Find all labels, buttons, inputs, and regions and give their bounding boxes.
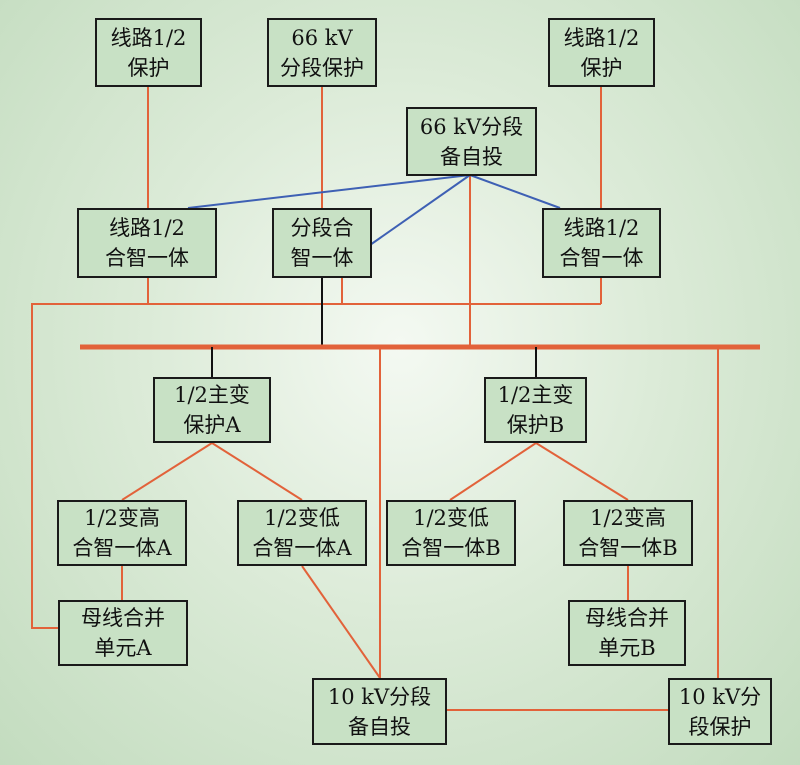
auto-switch-10kv: 10 kV分段备自投 <box>312 678 447 745</box>
box-label-line1: 1/2主变 <box>497 383 574 407</box>
section-protection-10kv: 10 kV分段保护 <box>668 678 772 745</box>
box-label-line1: 10 kV分段 <box>327 684 432 709</box>
box-label-line1: 线路1/2 <box>110 25 187 50</box>
box-label-line1: 1/2变高 <box>590 506 666 530</box>
box-label-line1: 1/2变低 <box>413 506 489 530</box>
box-label-line2: 合智一体B <box>401 536 501 560</box>
bus-merging-unit-a: 母线合并单元A <box>58 600 188 666</box>
box-label-line1: 母线合并 <box>585 606 669 630</box>
box-label-line2: 单元A <box>94 636 152 660</box>
merging-unit-section: 分段合智一体 <box>272 208 372 278</box>
box-label-line2: 合智一体 <box>105 246 189 270</box>
merging-unit-line-right: 线路1/2 合智一体 <box>542 208 661 278</box>
line-protection-left: 线路1/2 保护 <box>95 18 202 87</box>
transformer-protection-b: 1/2主变保护B <box>484 377 587 443</box>
link-txa-hv <box>121 442 213 501</box>
link-lva-auto10 <box>301 565 381 679</box>
blue-link-right <box>469 174 561 209</box>
box-label-line1: 线路1/2 <box>563 25 640 50</box>
box-label-line1: 66 kV分段 <box>419 114 524 139</box>
link-txb-lv <box>449 442 537 501</box>
box-label-line2: 合智一体 <box>559 246 644 270</box>
box-label-line1: 线路1/2 <box>109 216 185 240</box>
bus-merging-unit-b: 母线合并单元B <box>568 600 686 666</box>
box-label-line1: 1/2变高 <box>84 506 160 530</box>
box-label-line2: 分段保护 <box>280 55 364 80</box>
box-label-line2: 保护 <box>127 55 170 80</box>
box-label-line1: 分段合 <box>290 216 354 240</box>
box-label-line2: 备自投 <box>439 144 503 169</box>
box-label-line2: 合智一体A <box>252 536 352 560</box>
blue-link-mid <box>369 174 471 246</box>
box-label-line2: 备自投 <box>347 714 411 739</box>
line-protection-right: 线路1/2 保护 <box>548 18 655 87</box>
transformer-protection-a: 1/2主变保护A <box>153 377 271 443</box>
box-label-line2: 合智一体B <box>578 536 678 560</box>
box-label-line2: 保护 <box>580 55 623 80</box>
box-label-line2: 保护B <box>506 413 565 437</box>
box-label-line1: 线路1/2 <box>563 216 640 240</box>
link-txb-hv <box>535 442 629 501</box>
box-label-line2: 单元B <box>598 636 656 660</box>
link-horizontal-feed <box>31 303 601 629</box>
merging-unit-lv-b: 1/2变低合智一体B <box>386 500 516 566</box>
box-label-line1: 1/2主变 <box>174 383 250 407</box>
merging-unit-line-left: 线路1/2 合智一体 <box>77 208 217 278</box>
box-label-line1: 母线合并 <box>81 606 165 630</box>
auto-switch-66kv: 66 kV分段备自投 <box>406 107 537 176</box>
box-label-line2: 智一体 <box>290 246 354 270</box>
box-label-line2: 保护A <box>183 413 241 437</box>
merging-unit-lv-a: 1/2变低合智一体A <box>237 500 367 566</box>
blue-link-left <box>187 174 471 209</box>
box-label-line1: 10 kV分 <box>678 684 762 709</box>
box-label-line2: 合智一体A <box>72 536 172 560</box>
link-txa-lv <box>211 442 303 501</box>
merging-unit-hv-a: 1/2变高合智一体A <box>57 500 187 566</box>
box-label-line1: 66 kV <box>291 25 353 50</box>
box-label-line1: 1/2变低 <box>264 506 340 530</box>
box-label-line2: 段保护 <box>688 714 752 739</box>
section-protection-66kv: 66 kV 分段保护 <box>267 18 377 87</box>
merging-unit-hv-b: 1/2变高合智一体B <box>563 500 693 566</box>
